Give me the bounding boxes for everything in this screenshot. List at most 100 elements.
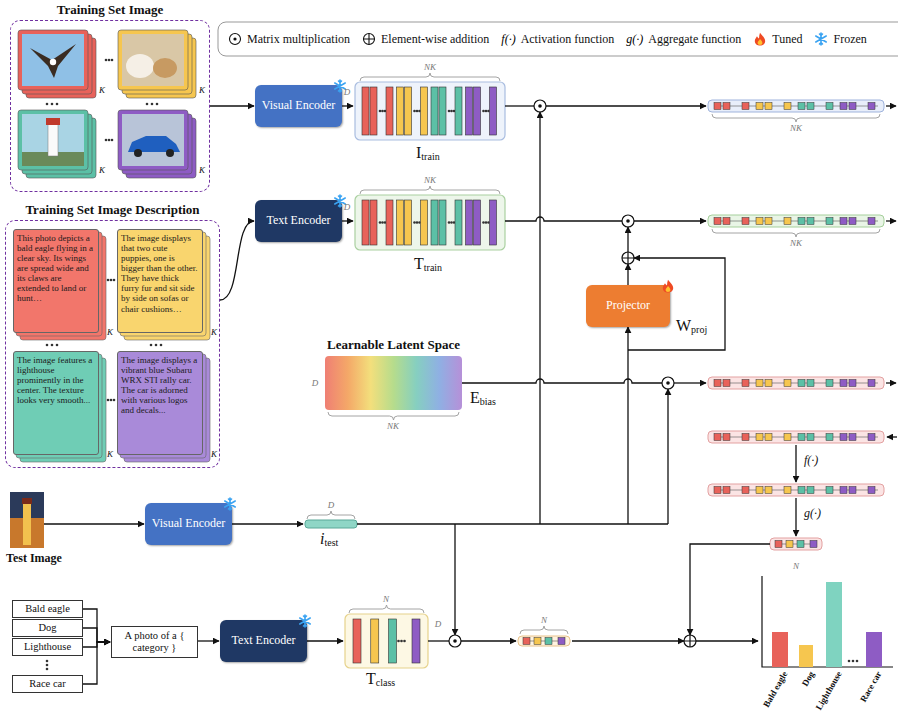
node-label: Text Encoder [266, 214, 330, 228]
dimension-label: NK [790, 239, 802, 248]
ellipsis-dot [111, 139, 114, 142]
photo [122, 114, 184, 166]
image-card-back [122, 34, 192, 94]
matrix-column [474, 200, 481, 245]
legend-text: Matrix multiplication [247, 33, 350, 45]
wire [357, 523, 668, 524]
vector-cell [723, 218, 730, 225]
ellipsis-dot [105, 59, 108, 62]
vector-cell [840, 380, 847, 387]
vector-frame [708, 377, 884, 389]
ellipsis-dot [403, 640, 406, 643]
add-symbol [363, 34, 374, 45]
image-card [18, 30, 88, 90]
ellipsis-dot [852, 660, 855, 663]
group-heading: Test Image [6, 551, 62, 565]
add-symbol [684, 635, 696, 647]
chart-bar [866, 632, 882, 667]
vector-cell [756, 380, 763, 387]
wire [886, 382, 896, 383]
ellipsis-dot [151, 103, 154, 106]
snowflake [816, 33, 826, 45]
vector-cell [714, 103, 721, 110]
vector-subscript: test [324, 538, 338, 548]
ellipsis-dot [108, 139, 111, 142]
vector-cell [742, 434, 749, 441]
ellipsis-dot [46, 660, 49, 663]
vector-cell [810, 541, 817, 548]
flame-outer [663, 280, 673, 293]
car-wheel [134, 149, 142, 157]
legend-item: Frozen [814, 32, 866, 46]
vector-cell [786, 541, 793, 548]
node-label: Dog [38, 622, 56, 634]
vector-cell [545, 638, 552, 645]
vector-cell [784, 218, 791, 225]
vector-cell [807, 218, 814, 225]
dimension-label: D [344, 88, 351, 97]
chart-bar [772, 632, 788, 667]
ellipsis-dot [381, 110, 384, 113]
vector-name: i [320, 531, 324, 547]
wire [546, 105, 706, 106]
legend-symbol: g(·) [626, 33, 643, 45]
image-card-back [122, 114, 192, 174]
vector-cell [765, 434, 772, 441]
vector-cell [723, 103, 730, 110]
vector-cell [807, 103, 814, 110]
matrix-column [353, 619, 361, 663]
node-label: The image displays a vibrant blue Subaru… [121, 355, 199, 415]
ellipsis-dot [379, 110, 382, 113]
dimension-label: D [344, 203, 351, 212]
matrix-name: E [470, 390, 480, 406]
matrix-name: I [416, 145, 421, 161]
dimension-brace [328, 412, 459, 420]
vector-cell [840, 103, 847, 110]
group-heading: Training Set Image [0, 2, 229, 18]
node-label: Text Encoder [231, 634, 295, 648]
node-label: The image displays that two cute puppies… [121, 233, 199, 314]
ellipsis-dot [400, 640, 403, 643]
chart-bar [826, 582, 842, 667]
prompt-template: A photo of a { category } [111, 626, 198, 658]
ellipsis-dot [146, 103, 149, 106]
matmul-dot [666, 381, 670, 385]
puppy-figure [126, 54, 154, 78]
matrix-frame [355, 195, 505, 250]
test-photo-sky [10, 492, 44, 548]
legend-text: Activation function [521, 33, 615, 45]
ellipsis-dot [113, 279, 116, 282]
vector-frame [518, 636, 570, 646]
matrix-name: W [676, 318, 691, 334]
ellipsis-dot [108, 59, 111, 62]
ellipsis-dot [448, 110, 451, 113]
legend-symbol: f(·) [501, 33, 515, 45]
matmul-dot [453, 639, 457, 643]
chart-axis [762, 576, 893, 667]
vector-cell [826, 103, 833, 110]
snowflake [300, 615, 310, 627]
wire [690, 544, 770, 635]
wire [795, 498, 796, 536]
node-label: Bald eagle [25, 603, 70, 615]
latent-space: Learnable Latent Space [325, 356, 462, 410]
matrix-column [386, 200, 393, 245]
dimension-label: D [312, 379, 319, 388]
vector-cell [756, 487, 763, 494]
photo [22, 34, 84, 86]
matrix-column [439, 200, 446, 245]
wire [674, 382, 706, 383]
matrix-subscript: bias [480, 397, 496, 407]
wire [232, 523, 303, 524]
vector-cell [826, 434, 833, 441]
group-heading: Training Set Image Description [0, 202, 239, 218]
description-card: This photo depicts a bald eagle flying i… [13, 229, 99, 333]
test-photo-lamp [22, 498, 32, 504]
plus-icon [362, 32, 376, 46]
wire [539, 112, 540, 524]
vector-cell [840, 434, 847, 441]
projector-box: Projector [586, 285, 670, 327]
add-cross [363, 34, 374, 45]
matrix-subscript: proj [691, 325, 707, 335]
node-label: This photo depicts a bald eagle flying i… [17, 233, 95, 304]
